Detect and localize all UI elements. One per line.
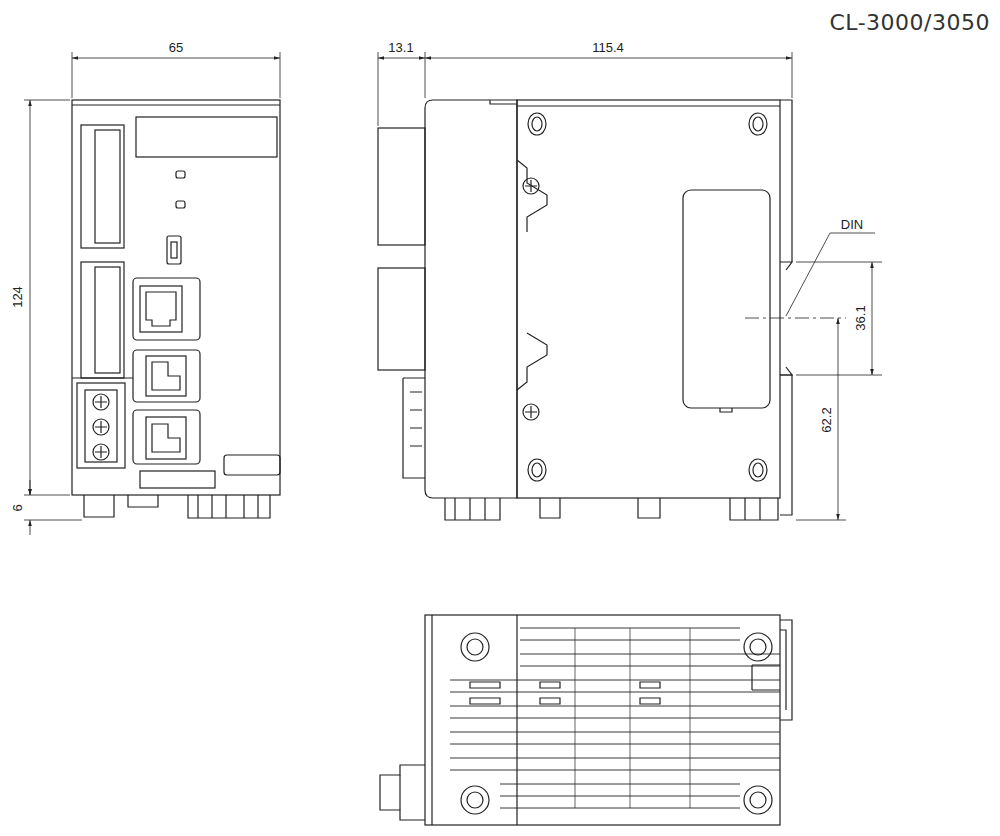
dimension-value: 124 (11, 286, 24, 308)
dimension-value: 36.1 (854, 305, 867, 330)
model-title: CL-3000/3050 (829, 12, 990, 34)
dimension-value: 6 (11, 504, 24, 511)
dimension-value: 65 (169, 41, 183, 54)
dimension-value: 13.1 (388, 41, 413, 54)
part-name: DIN (841, 218, 863, 231)
dimension-value: 115.4 (592, 41, 624, 54)
dimension-value: 62.2 (820, 407, 833, 432)
